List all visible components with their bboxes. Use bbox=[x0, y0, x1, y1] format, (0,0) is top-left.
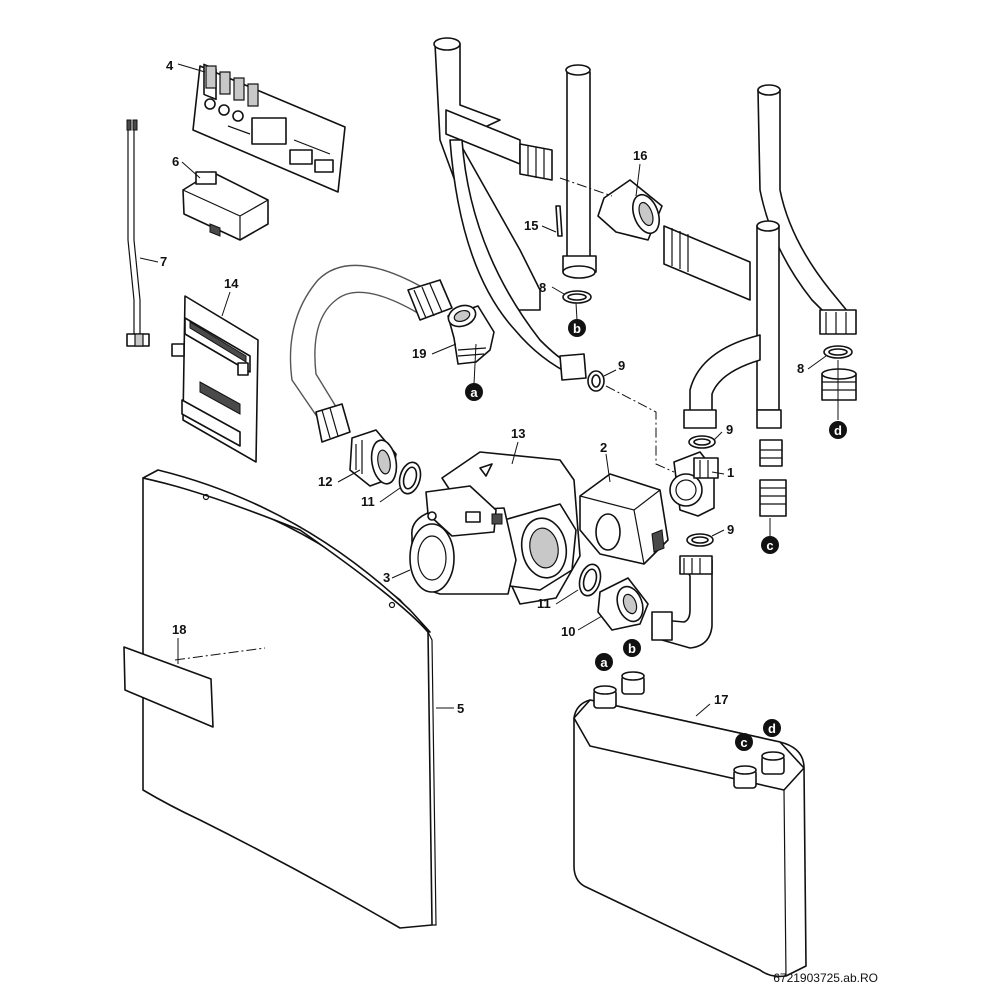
connector-c-pipe: c bbox=[761, 536, 779, 554]
connector-c-exchanger: c bbox=[735, 733, 753, 751]
callout-3: 3 bbox=[383, 570, 390, 585]
adapter-fitting bbox=[349, 429, 398, 487]
svg-text:a: a bbox=[600, 655, 608, 670]
callout-13: 13 bbox=[511, 426, 525, 441]
gaskets-11 bbox=[398, 461, 602, 597]
callout-14: 14 bbox=[224, 276, 239, 291]
callout-18: 18 bbox=[172, 622, 186, 637]
pump-motor bbox=[409, 485, 517, 595]
svg-text:c: c bbox=[766, 538, 773, 553]
coupling-nut bbox=[559, 177, 663, 241]
connection-markers: a b c d a b c d bbox=[465, 319, 847, 751]
leader-lines bbox=[139, 63, 839, 717]
svg-text:d: d bbox=[768, 721, 776, 736]
fitting-c bbox=[759, 439, 787, 517]
callout-labels: 4 6 7 14 16 15 8 8 19 9 9 1 9 13 2 12 11… bbox=[160, 58, 804, 716]
callout-16: 16 bbox=[633, 148, 647, 163]
actuator-head bbox=[579, 473, 669, 565]
control-pcb bbox=[192, 63, 346, 193]
union-fitting bbox=[597, 577, 649, 631]
document-id: 6721903725.ab.RO bbox=[773, 971, 878, 985]
fitting-d bbox=[821, 368, 857, 401]
callout-15: 15 bbox=[524, 218, 538, 233]
svg-text:b: b bbox=[628, 641, 636, 656]
callout-8-left: 8 bbox=[539, 280, 546, 295]
callout-2: 2 bbox=[600, 440, 607, 455]
relay-module bbox=[182, 171, 269, 241]
supply-pipe-loop bbox=[289, 264, 453, 443]
callout-1: 1 bbox=[727, 465, 734, 480]
callout-9-bottom: 9 bbox=[727, 522, 734, 537]
elbow-fitting bbox=[447, 304, 495, 365]
callout-10: 10 bbox=[561, 624, 575, 639]
pin bbox=[555, 205, 563, 237]
callout-9-top: 9 bbox=[618, 358, 625, 373]
callout-7: 7 bbox=[160, 254, 167, 269]
svg-text:d: d bbox=[834, 423, 842, 438]
callout-11-bottom: 11 bbox=[537, 596, 551, 611]
washers-9 bbox=[587, 370, 716, 547]
callout-19: 19 bbox=[412, 346, 426, 361]
terminal-board bbox=[171, 295, 259, 463]
rating-label-plate bbox=[123, 646, 266, 728]
connector-b-pipe: b bbox=[568, 319, 586, 337]
svg-text:b: b bbox=[573, 321, 581, 336]
plate-heat-exchanger bbox=[573, 671, 807, 978]
callout-6: 6 bbox=[172, 154, 179, 169]
connector-d-exchanger: d bbox=[763, 719, 781, 737]
connector-a-exchanger: a bbox=[595, 653, 613, 671]
connector-d-pipe: d bbox=[829, 421, 847, 439]
sensor-cable bbox=[126, 119, 150, 347]
front-cover-panel bbox=[142, 469, 437, 929]
callout-5: 5 bbox=[457, 701, 464, 716]
callout-12: 12 bbox=[318, 474, 332, 489]
callout-17: 17 bbox=[714, 692, 728, 707]
three-way-valve-body bbox=[605, 385, 719, 517]
washers bbox=[562, 290, 853, 359]
callout-11-top: 11 bbox=[361, 494, 375, 509]
callout-9-middle: 9 bbox=[726, 422, 733, 437]
callout-4: 4 bbox=[166, 58, 174, 73]
connector-a-pipe: a bbox=[465, 383, 483, 401]
upper-pipe-assembly bbox=[433, 37, 857, 429]
svg-text:c: c bbox=[740, 735, 747, 750]
svg-text:a: a bbox=[470, 385, 478, 400]
return-pipe bbox=[651, 555, 713, 649]
callout-8-right: 8 bbox=[797, 361, 804, 376]
connector-b-exchanger: b bbox=[623, 639, 641, 657]
